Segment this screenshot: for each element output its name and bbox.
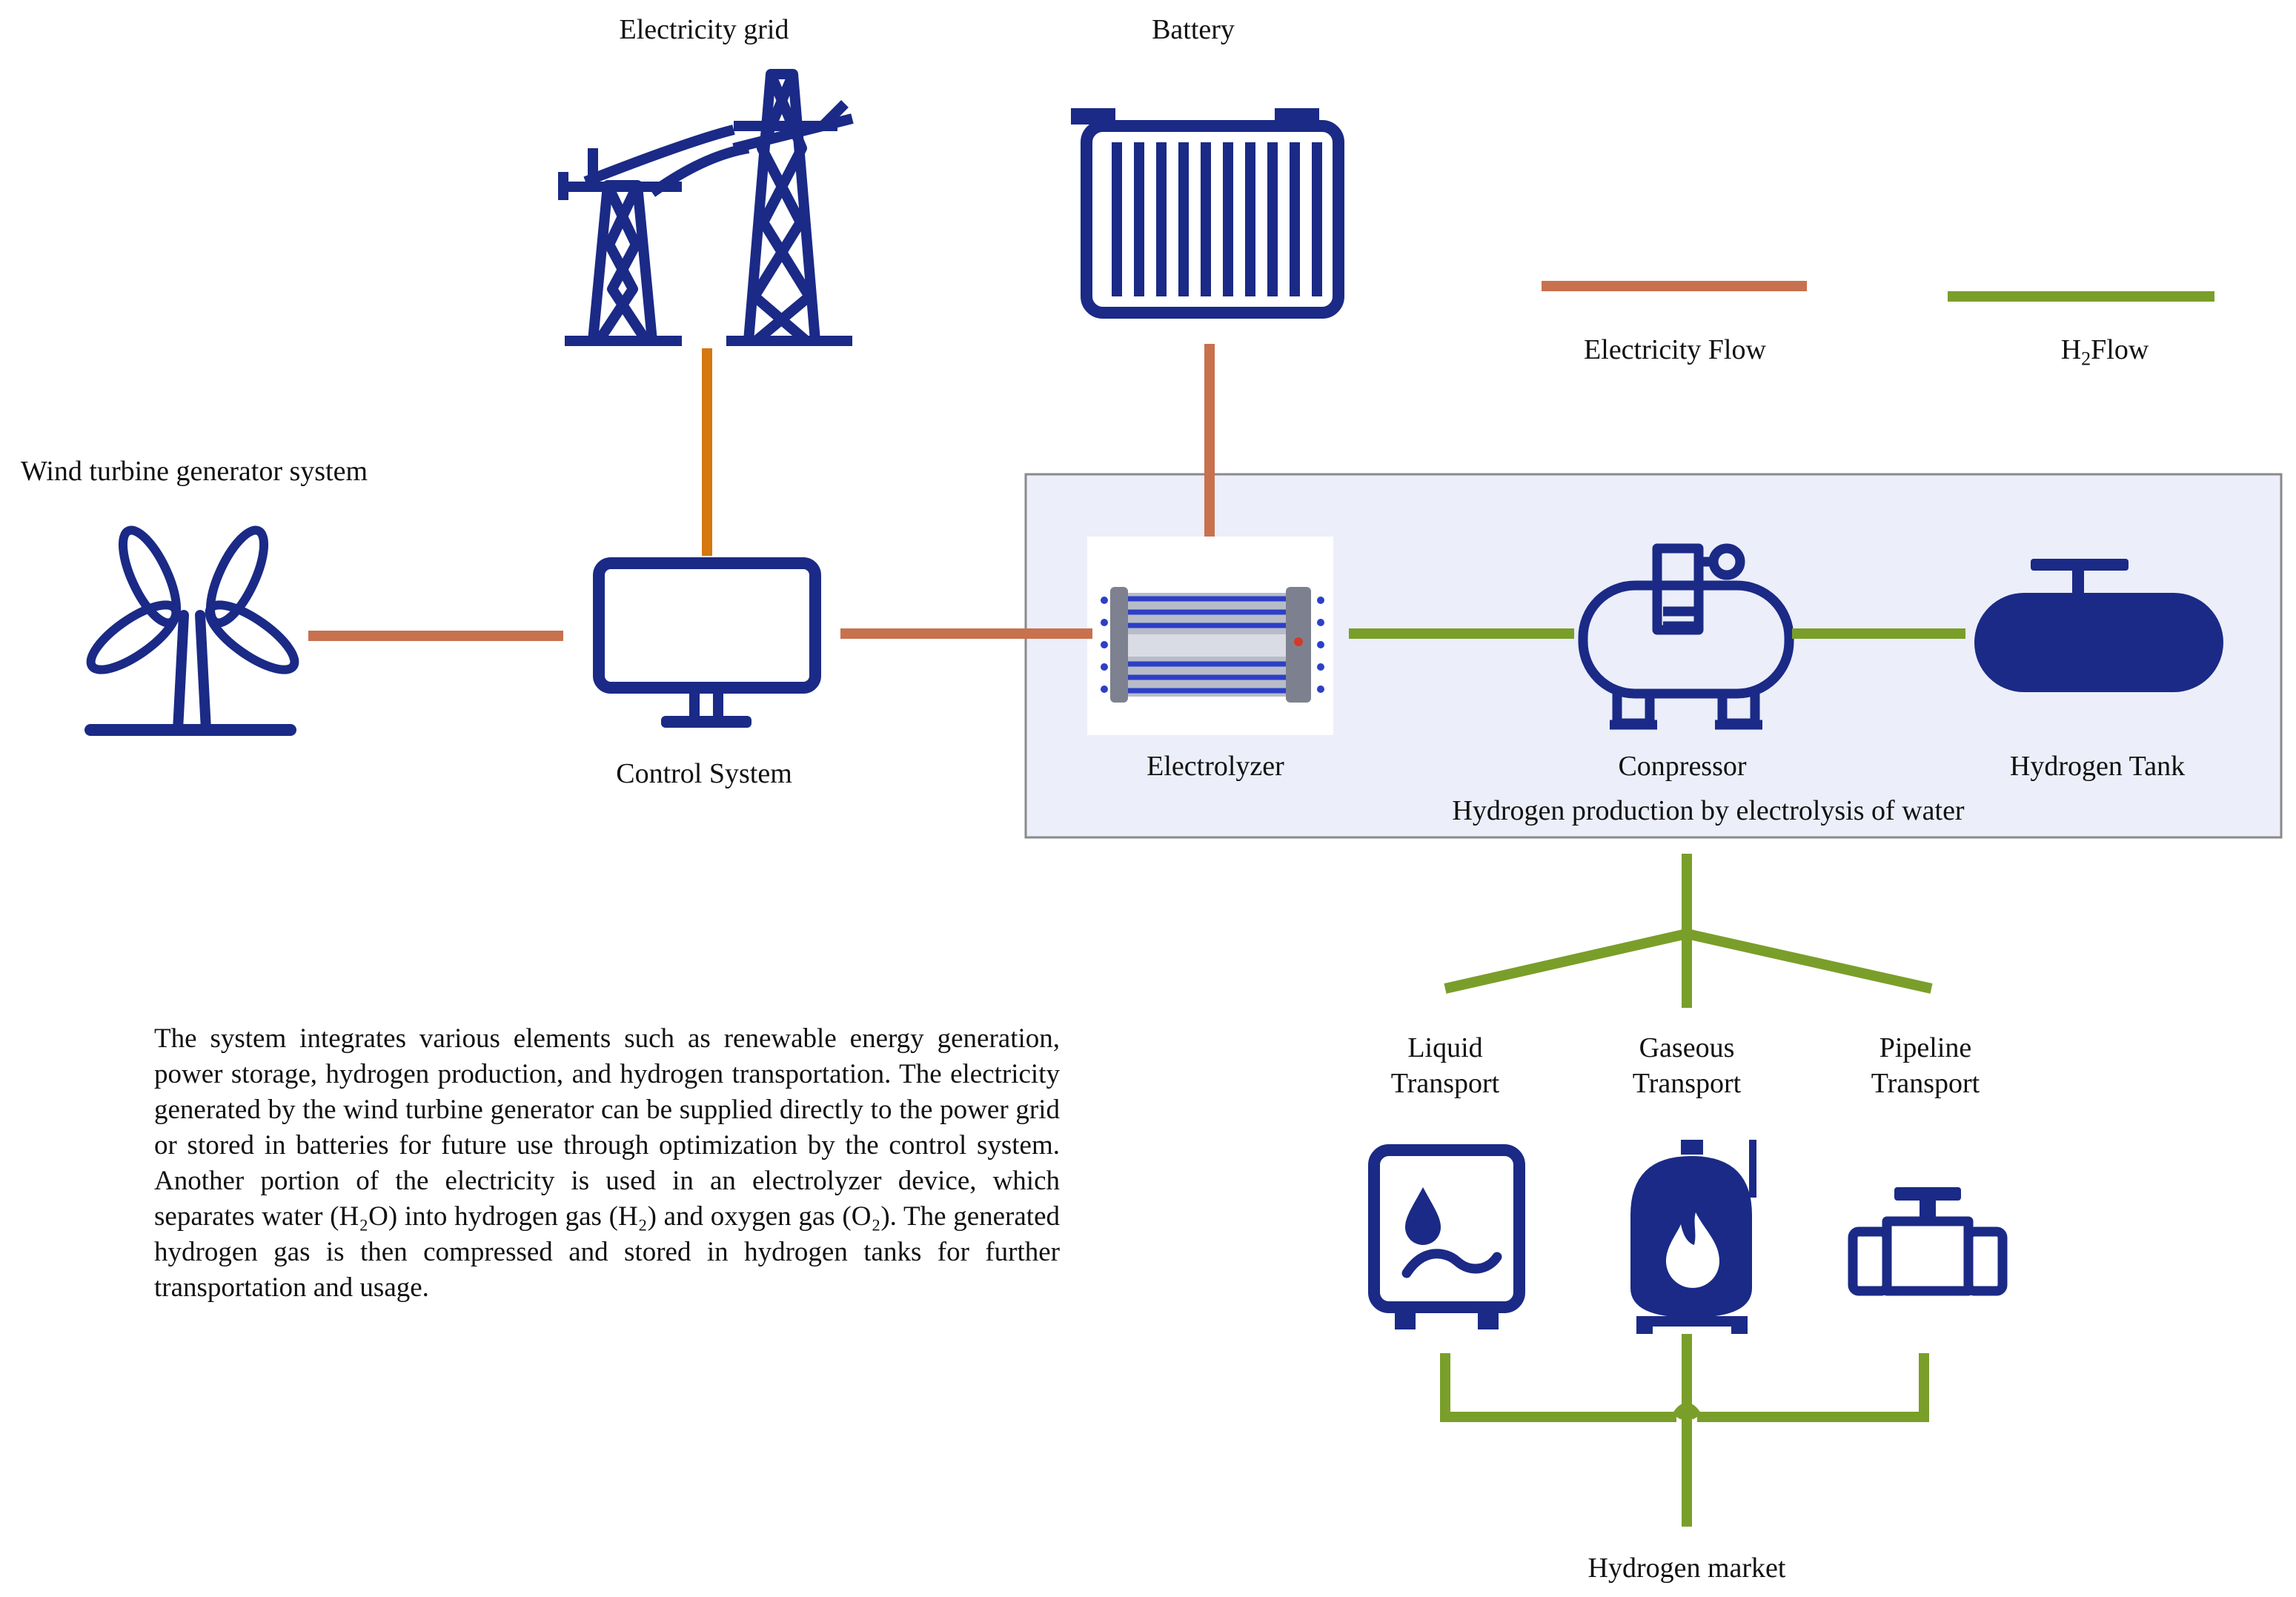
collector-lines: [1440, 1353, 1929, 1422]
label-pipeline-transport-line1: Pipeline: [1879, 1032, 1972, 1063]
legend-electricity-label: Electricity Flow: [1584, 334, 1766, 365]
monitor-icon: [593, 557, 821, 728]
gas-cylinder-icon: [1630, 1140, 1756, 1334]
label-hydrogen-tank: Hydrogen Tank: [2009, 751, 2186, 782]
label-liquid-transport-line1: Liquid: [1407, 1032, 1483, 1063]
label-electrolyzer: Electrolyzer: [1147, 751, 1284, 782]
wind-turbine-icon: [84, 525, 299, 736]
label-wind-turbine: Wind turbine generator system: [21, 456, 368, 487]
label-pipeline-transport-line2: Transport: [1871, 1068, 1980, 1099]
label-electricity-grid: Electricity grid: [619, 14, 789, 45]
label-hydrogen-market: Hydrogen market: [1587, 1553, 1786, 1584]
liquid-transport-icon: [1368, 1144, 1525, 1329]
arrow-to-pipeline: [1685, 929, 1933, 994]
description-paragraph: The system integrates various elements s…: [154, 1023, 1060, 1303]
transmission-tower-icon: [558, 69, 854, 346]
label-battery: Battery: [1152, 14, 1235, 45]
hydrogen-tank-icon: [1974, 559, 2223, 692]
legend-h2-label: H2Flow: [2060, 334, 2149, 370]
compressor-icon: [1578, 543, 1794, 730]
label-gaseous-transport-line2: Transport: [1632, 1068, 1742, 1099]
label-control-system: Control System: [616, 758, 792, 789]
battery-icon: [1071, 108, 1344, 319]
electrolyzer-icon: [1087, 537, 1333, 735]
label-compressor: Conpressor: [1618, 751, 1747, 782]
arrow-to-liquid: [1444, 929, 1688, 994]
label-liquid-transport-line2: Transport: [1390, 1068, 1500, 1099]
label-production-box: Hydrogen production by electrolysis of w…: [1452, 795, 1965, 826]
pipeline-valve-icon: [1848, 1187, 2008, 1296]
label-gaseous-transport-line1: Gaseous: [1639, 1032, 1735, 1063]
